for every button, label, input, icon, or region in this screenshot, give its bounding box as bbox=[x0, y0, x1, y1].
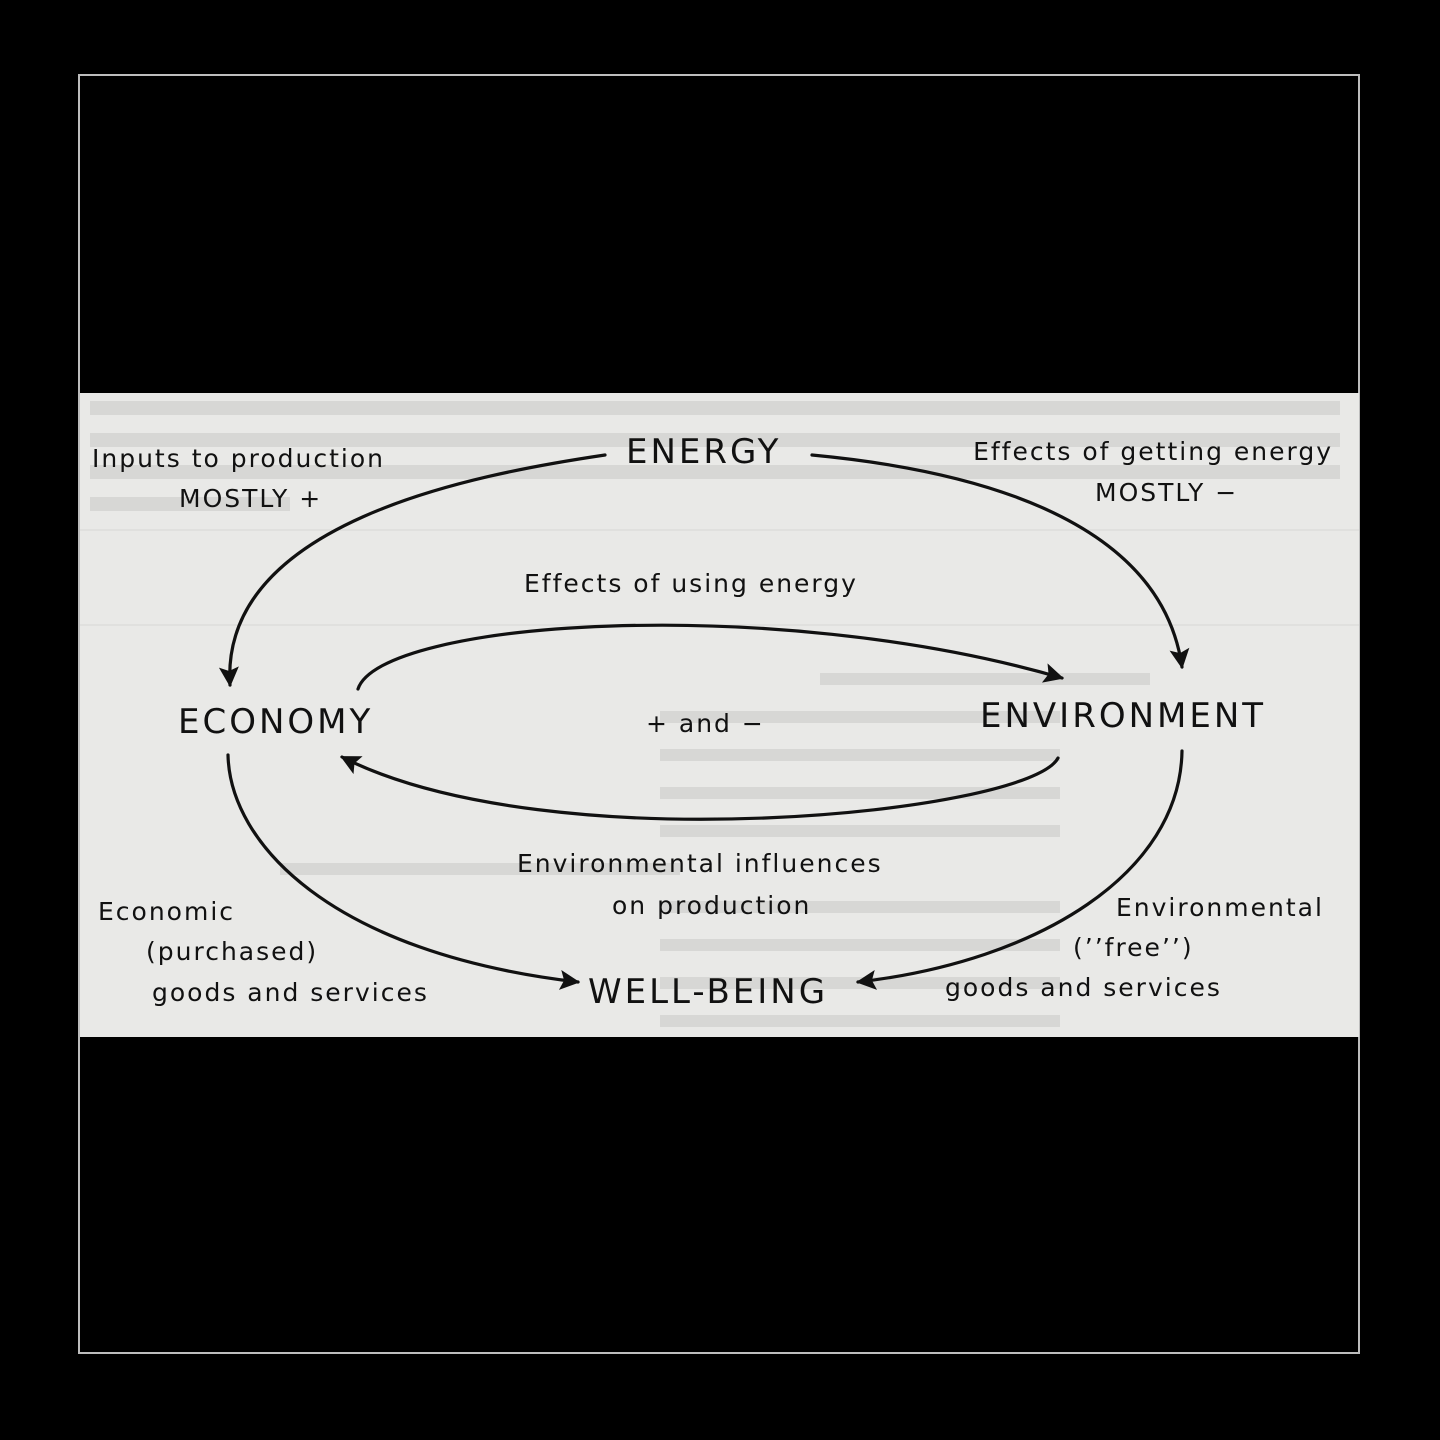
arrow-environment-to-economy bbox=[340, 755, 1060, 821]
label-on-production: on production bbox=[612, 891, 812, 920]
show-through-texture bbox=[80, 401, 1359, 1027]
label-effects-of-using-energy: Effects of using energy bbox=[524, 569, 858, 598]
label-plus-and-minus: + and − bbox=[646, 709, 765, 738]
node-energy: ENERGY bbox=[626, 432, 782, 472]
label-inputs-to-production: Inputs to production bbox=[92, 444, 385, 473]
label-environmental-goods-and-services: goods and services bbox=[945, 973, 1222, 1002]
label-environmental-influences: Environmental influences bbox=[517, 849, 883, 878]
label-getting-mostly-minus: MOSTLY − bbox=[1095, 478, 1239, 507]
arrow-energy-to-economy bbox=[218, 453, 607, 687]
arrow-economy-to-wellbeing bbox=[226, 753, 580, 990]
arrow-environment-to-wellbeing bbox=[856, 749, 1184, 990]
label-inputs-mostly-plus: MOSTLY + bbox=[179, 484, 323, 513]
node-economy: ECONOMY bbox=[178, 702, 374, 742]
label-environmental: Environmental bbox=[1116, 893, 1324, 922]
diagram-paper: ENERGY ECONOMY ENVIRONMENT WELL-BEING In… bbox=[80, 393, 1359, 1037]
label-purchased: (purchased) bbox=[146, 937, 319, 966]
label-effects-of-getting-energy: Effects of getting energy bbox=[973, 437, 1333, 466]
label-economic: Economic bbox=[98, 897, 236, 926]
node-environment: ENVIRONMENT bbox=[980, 696, 1267, 736]
arrow-economy-to-environment bbox=[356, 623, 1064, 691]
arrow-energy-to-environment bbox=[810, 453, 1190, 669]
node-wellbeing: WELL-BEING bbox=[588, 972, 829, 1012]
flow-arrows bbox=[218, 453, 1190, 990]
label-economic-goods-and-services: goods and services bbox=[152, 978, 429, 1007]
label-free: (’’free’’) bbox=[1073, 933, 1194, 962]
